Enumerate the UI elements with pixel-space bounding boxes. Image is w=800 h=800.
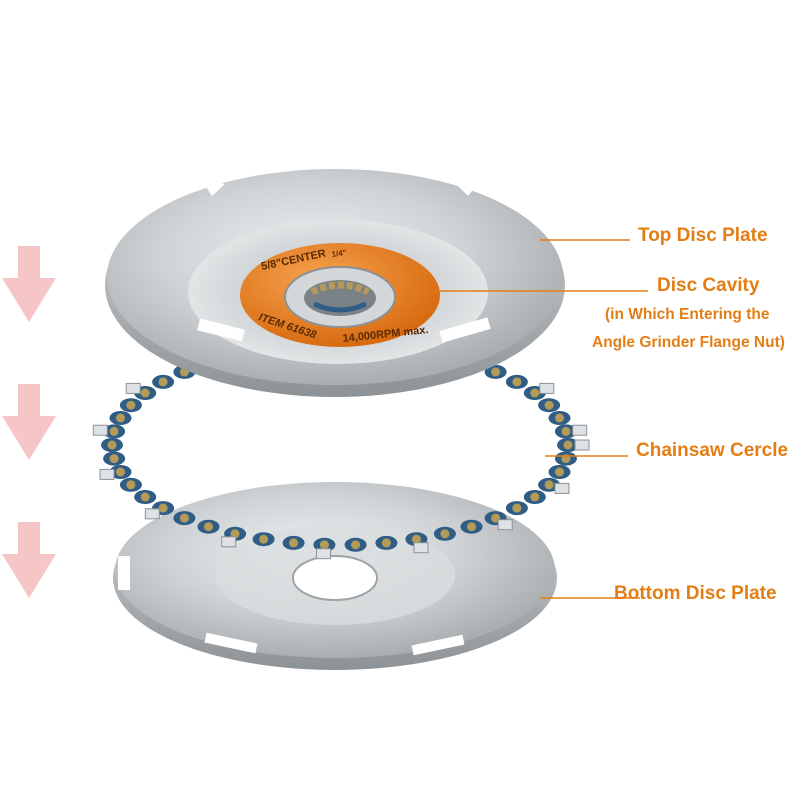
chain-cutter-tooth [144, 508, 160, 520]
chain-rivet [381, 538, 391, 548]
bottom-disc-slot [118, 556, 130, 590]
top-disc-slot [452, 180, 478, 196]
chain-rivet [544, 480, 554, 490]
chain-rivet [140, 388, 150, 398]
chain-rivet [351, 540, 361, 550]
chain-rivet [116, 413, 125, 423]
chain-cutter-tooth [497, 519, 513, 531]
chain-cutter-tooth [316, 548, 331, 560]
chain-rivet [530, 388, 540, 398]
chain-rivet [467, 522, 476, 532]
chain-cutter-tooth [221, 536, 237, 548]
chain-cutter-tooth [574, 439, 590, 451]
top-disc-slot [197, 318, 245, 342]
chain-rivet [179, 513, 189, 523]
top-disc-plate: 5/8"CENTER 1/4" ITEM 61638 14,000RPM max… [105, 169, 565, 397]
chain-cutter-tooth [92, 424, 108, 436]
chain-rivet [512, 377, 522, 387]
chain-cutter-tooth [99, 468, 115, 480]
chain-rivet [259, 534, 269, 544]
label-disc-cavity-note-line1: (in Which Entering the [605, 306, 770, 323]
arrow-down-icon [2, 246, 56, 322]
chain-cutter-tooth [572, 424, 588, 436]
chain-rivet [555, 413, 564, 423]
arrow-down-icon [2, 384, 56, 460]
chain-rivet [126, 480, 136, 490]
label-bottom-disc-plate: Bottom Disc Plate [614, 583, 777, 604]
chain-visible-in-cavity [312, 301, 368, 313]
chain-rivet [116, 467, 125, 477]
chain-rivet [555, 467, 564, 477]
chain-rivet [319, 540, 329, 550]
chain-cutter-tooth [125, 382, 141, 394]
chain-rivet [109, 426, 119, 436]
label-disc-cavity-note-line2: Angle Grinder Flange Nut) [592, 334, 785, 351]
assembly-arrows [2, 246, 56, 598]
chain-rivet [563, 440, 573, 450]
disc-print-pitch: 1/4" [331, 248, 347, 259]
chain-rivet [230, 529, 240, 539]
chain-rivet [289, 538, 299, 548]
label-disc-cavity: Disc Cavity [657, 275, 760, 296]
chain-rivet [109, 454, 119, 464]
chain-rivet [491, 367, 501, 377]
chain-rivet [140, 492, 150, 502]
bottom-disc-center-hole [292, 555, 378, 601]
chain-rivet [126, 400, 136, 410]
top-disc-slot [200, 178, 225, 196]
label-chainsaw-circle: Chainsaw Cercle [636, 440, 789, 461]
chain-visible-in-cavity [310, 281, 370, 296]
chain-cutter-tooth [413, 542, 429, 554]
label-top-disc-plate: Top Disc Plate [638, 225, 768, 246]
chain-cutter-tooth [539, 382, 555, 394]
bottom-disc-plate [113, 482, 557, 670]
chain-rivet [544, 400, 554, 410]
chain-cutter-tooth [554, 482, 570, 494]
chain-rivet [158, 377, 168, 387]
bottom-disc-slot [204, 632, 258, 654]
bottom-disc-slot [411, 634, 465, 656]
chain-rivet [440, 529, 450, 539]
chain-rivet [158, 503, 168, 513]
chain-rivet [107, 440, 117, 450]
callout-leaders [433, 239, 648, 599]
chain-rivet [561, 426, 571, 436]
arrow-down-icon [2, 522, 56, 598]
top-disc-slot [439, 317, 491, 343]
chain-rivet [411, 534, 421, 544]
chain-rivet [204, 522, 213, 532]
chain-rivet [530, 492, 540, 502]
chain-rivet [512, 503, 522, 513]
